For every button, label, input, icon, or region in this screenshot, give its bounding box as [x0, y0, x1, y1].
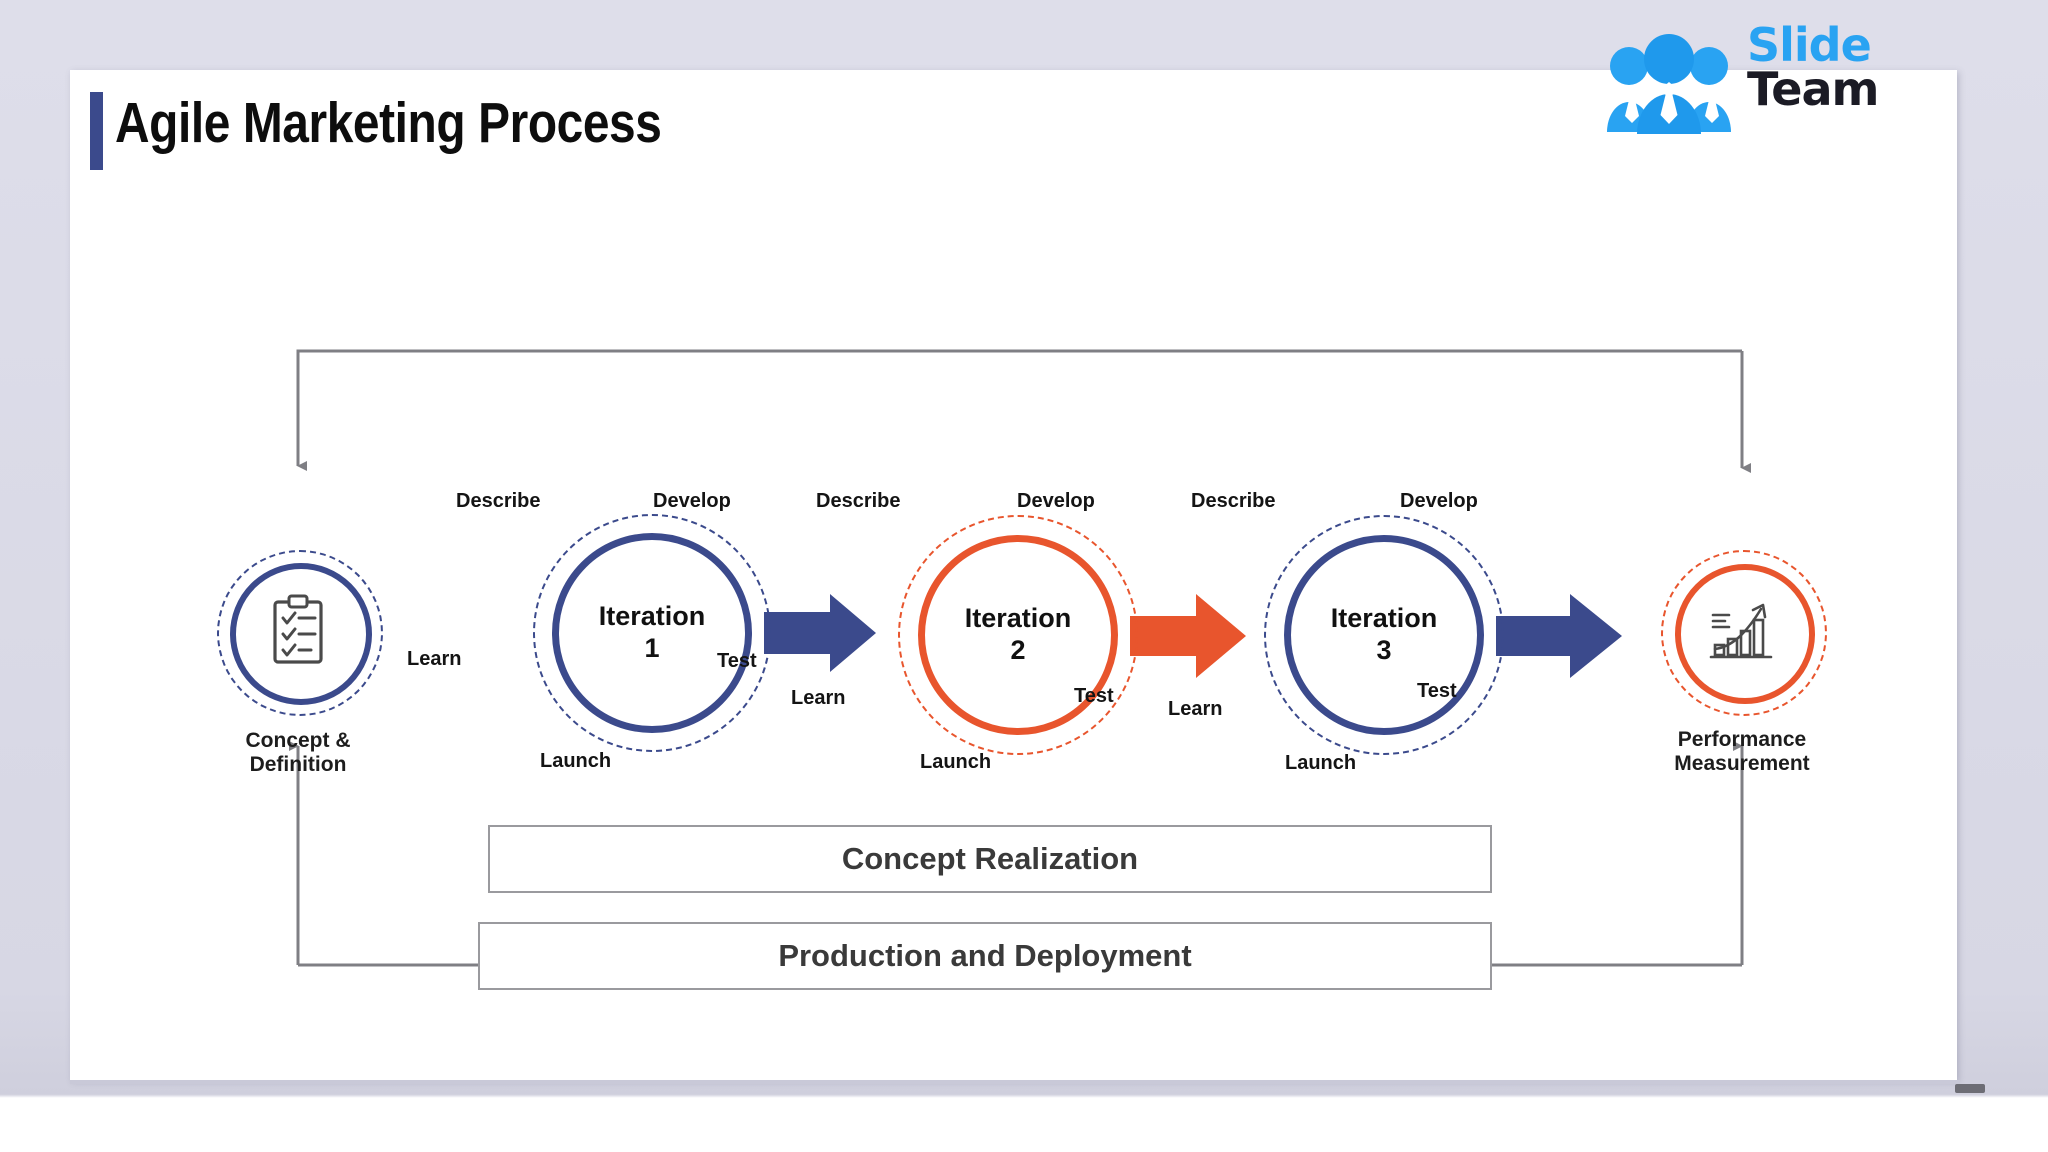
agile-process-diagram: Concept & Definition Iteration 1 Describ… — [70, 70, 1957, 1080]
dashed-ring — [533, 514, 771, 752]
node-iteration-2[interactable]: Iteration 2 — [898, 515, 1138, 755]
logo-team-word: Team — [1747, 61, 1879, 116]
logo-slide-word: Slide — [1747, 18, 1872, 72]
arrow-iteration-3-to-performance — [1496, 594, 1622, 678]
phase-launch-1: Launch — [540, 750, 612, 772]
dashed-ring — [1264, 515, 1504, 755]
growth-chart-icon — [1675, 564, 1809, 698]
title-accent-bar — [90, 92, 103, 170]
viewer-handle — [1955, 1084, 1985, 1093]
people-group-icon — [1607, 34, 1731, 134]
phase-learn-3: Learn — [1168, 698, 1223, 720]
node-concept-definition[interactable]: Concept & Definition — [217, 550, 383, 776]
node-iteration-3[interactable]: Iteration 3 — [1264, 515, 1504, 755]
dashed-ring — [217, 550, 383, 716]
phase-launch-2: Launch — [920, 751, 992, 773]
phase-develop-3: Develop — [1400, 490, 1478, 512]
slide-canvas: Agile Marketing Process Slide Team — [70, 22, 1957, 1080]
dashed-ring — [1661, 550, 1827, 716]
node-caption-performance-measurement: Performance Measurement — [1674, 728, 1810, 776]
phase-describe-1: Describe — [456, 490, 541, 512]
phase-describe-2: Describe — [816, 490, 901, 512]
phase-learn-1: Learn — [407, 648, 462, 670]
dashed-ring — [898, 515, 1138, 755]
solid-ring — [552, 533, 752, 733]
node-iteration-1[interactable]: Iteration 1 — [533, 514, 771, 752]
phase-develop-2: Develop — [1017, 490, 1095, 512]
iteration-1-line1: Iteration — [598, 601, 706, 632]
node-performance-measurement[interactable]: Performance Measurement — [1661, 550, 1827, 775]
iteration-1-line2: 1 — [644, 633, 660, 663]
phase-test-2: Test — [1074, 685, 1114, 707]
arrow-iteration-2-to-3 — [1130, 594, 1246, 678]
phase-describe-3: Describe — [1191, 490, 1276, 512]
top-return-loop — [296, 349, 1751, 473]
iteration-3-label: Iteration 3 — [1284, 535, 1484, 735]
band-production-deployment[interactable]: Production and Deployment — [478, 922, 1492, 990]
phase-test-3: Test — [1417, 680, 1457, 702]
phase-launch-3: Launch — [1285, 752, 1357, 774]
phase-test-1: Test — [717, 650, 757, 672]
phase-develop-1: Develop — [653, 490, 731, 512]
clipboard-checklist-icon — [230, 563, 366, 699]
iteration-3-line2: 3 — [1376, 635, 1392, 665]
logo-wordmark: Slide Team — [1747, 18, 1947, 116]
solid-ring — [918, 535, 1118, 735]
phase-learn-2: Learn — [791, 687, 846, 709]
iteration-1-label: Iteration 1 — [552, 533, 752, 733]
iteration-2-label: Iteration 2 — [918, 535, 1118, 735]
slide-bottom-edge — [70, 1080, 1960, 1084]
solid-ring — [1284, 535, 1484, 735]
node-caption-concept-definition: Concept & Definition — [245, 729, 351, 777]
iteration-2-line2: 2 — [1010, 635, 1026, 665]
slideteam-logo: Slide Team — [1599, 22, 1939, 142]
solid-ring — [1675, 564, 1815, 704]
page-title: Agile Marketing Process — [115, 91, 662, 155]
arrow-iteration-1-to-2 — [764, 594, 876, 672]
band-concept-realization[interactable]: Concept Realization — [488, 825, 1492, 893]
iteration-2-line1: Iteration — [964, 603, 1072, 634]
iteration-3-line1: Iteration — [1330, 603, 1438, 634]
